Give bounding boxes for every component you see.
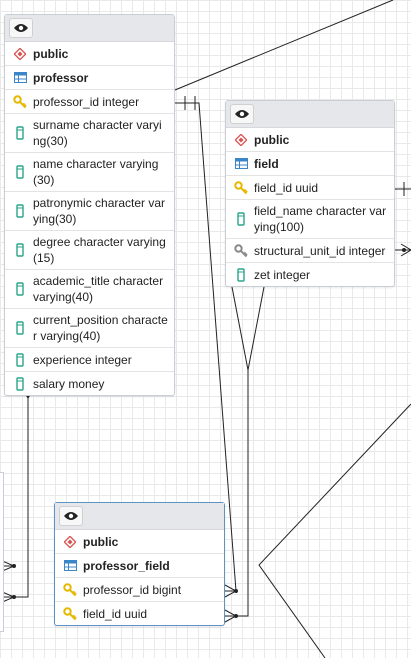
column-row[interactable]: field_name character varying(100) [226,200,394,239]
schema-row: public [5,42,174,66]
schema-name: public [33,46,69,61]
table-professor[interactable]: public professor professor_id integer su… [4,14,175,396]
column-label: name character varying(30) [33,157,159,187]
column-row[interactable]: current_position character varying(40) [5,309,174,348]
column-label: field_name character varying(100) [254,204,387,234]
eye-icon[interactable] [230,104,254,124]
table-professor-field[interactable]: public professor_field professor_id bigi… [54,502,225,626]
column-row[interactable]: zet integer [226,263,394,286]
column-row[interactable]: professor_id integer [5,90,174,114]
column-icon [234,212,248,226]
relation-line [14,372,29,598]
column-label: zet integer [254,267,311,282]
column-label: patronymic character varying(30) [33,196,166,226]
schema-name: public [254,132,290,147]
table-name-row: professor [5,66,174,90]
eye-icon[interactable] [9,18,33,38]
column-row[interactable]: degree character varying(15) [5,231,174,270]
column-row[interactable]: name character varying(30) [5,153,174,192]
column-icon [13,243,27,257]
primary-key-icon [63,606,77,621]
crows-foot-icon [400,243,411,257]
primary-key-icon [13,94,27,109]
relation-line [174,0,394,91]
column-label: field_id uuid [254,180,319,195]
schema-icon [13,47,27,60]
primary-key-icon [63,582,77,597]
table-header[interactable] [226,101,394,128]
relation-line [225,370,249,617]
table-icon [13,72,27,83]
table-header[interactable] [5,15,174,42]
crows-foot-dot [402,248,406,252]
column-icon [13,204,27,218]
crows-foot-dot [234,589,238,593]
schema-icon [63,535,77,548]
column-label: professor_id integer [33,94,140,109]
column-label: salary money [33,376,105,391]
column-label: academic_title character varying(40) [33,274,164,304]
foreign-key-icon [234,243,248,258]
column-row[interactable]: field_id uuid [226,176,394,200]
table-name: professor_field [83,558,170,573]
relation-line [231,286,265,371]
table-name-row: professor_field [55,554,224,578]
column-label: structural_unit_id integer [254,243,386,258]
column-row[interactable]: field_id uuid [55,602,224,625]
column-label: experience integer [33,352,132,367]
crows-foot-dot [12,595,16,599]
table-icon [63,560,77,571]
column-row[interactable]: surname character varying(30) [5,114,174,153]
crows-foot-dot [234,614,238,618]
schema-name: public [83,534,119,549]
column-label: degree character varying(15) [33,235,166,265]
column-row[interactable]: professor_id bigint [55,578,224,602]
relation-line [175,102,237,592]
table-name-row: field [226,152,394,176]
column-row[interactable]: academic_title character varying(40) [5,270,174,309]
relation-line [258,403,411,658]
table-name: field [254,156,279,171]
column-icon [13,165,27,179]
table-field[interactable]: public field field_id uuid field_name ch… [225,100,395,287]
eye-icon[interactable] [59,506,83,526]
crows-foot-dot [12,564,16,568]
column-icon [13,282,27,296]
column-icon [234,267,248,282]
column-row[interactable]: patronymic character varying(30) [5,192,174,231]
schema-icon [234,133,248,146]
column-icon [13,321,27,335]
schema-row: public [226,128,394,152]
offscreen-table-edge[interactable] [0,472,4,632]
column-icon [13,376,27,391]
column-label: field_id uuid [83,606,148,621]
column-label: surname character varying(30) [33,118,162,148]
primary-key-icon [234,180,248,195]
column-icon [13,126,27,140]
column-row[interactable]: structural_unit_id integer [226,239,394,263]
schema-row: public [55,530,224,554]
column-label: current_position character varying(40) [33,313,168,343]
column-row[interactable]: experience integer [5,348,174,372]
table-header[interactable] [55,503,224,530]
table-name: professor [33,70,89,85]
column-label: professor_id bigint [83,582,182,597]
table-icon [234,158,248,169]
column-icon [13,352,27,367]
column-row[interactable]: salary money [5,372,174,395]
